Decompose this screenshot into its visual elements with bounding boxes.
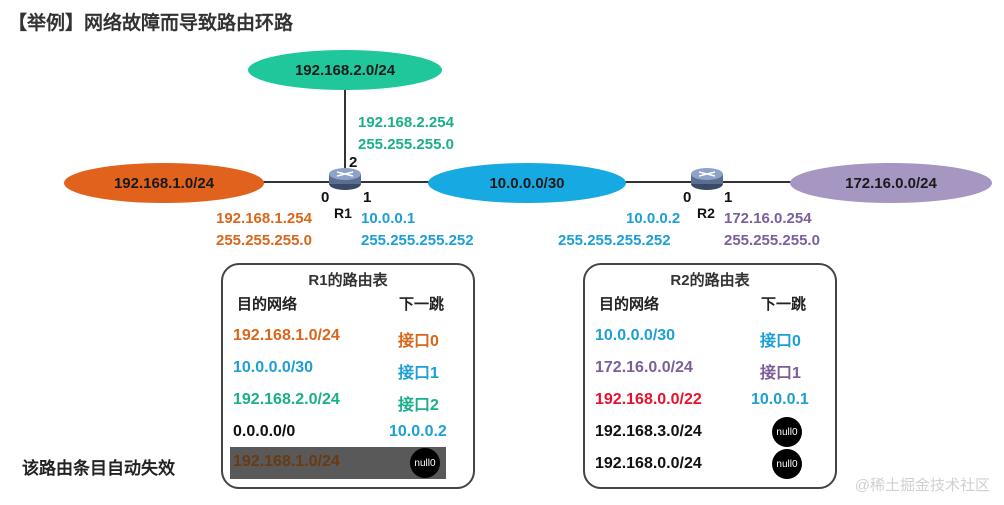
r2-table-title: R2的路由表 [670, 272, 750, 289]
r1-port-2: 2 [349, 154, 358, 171]
r2-if0-ip: 10.0.0.2 [626, 210, 681, 227]
r1-row-3-dest: 192.168.2.0/24 [233, 391, 340, 408]
r1-row-4-next: 10.0.0.2 [389, 423, 447, 440]
r2-row-3-next: 10.0.0.1 [751, 391, 809, 408]
router-r2-icon [691, 168, 723, 190]
r2-port-0: 0 [683, 189, 692, 206]
r1-if1-mask: 255.255.255.252 [361, 232, 474, 249]
r1-row-4-dest: 0.0.0.0/0 [233, 423, 296, 440]
r1-if0-mask: 255.255.255.0 [216, 232, 312, 249]
network-right: 172.16.0.0/24 [790, 163, 992, 203]
router-r2-name: R2 [697, 205, 715, 221]
r2-col-dest: 目的网络 [599, 296, 660, 313]
r2-row-3-dest: 192.168.0.0/22 [595, 391, 702, 408]
r2-if0-mask: 255.255.255.252 [558, 232, 671, 249]
r1-table-title: R1的路由表 [308, 272, 388, 289]
r2-row-1-dest: 10.0.0.0/30 [595, 327, 676, 344]
page-title: 【举例】网络故障而导致路由环路 [8, 13, 294, 34]
r1-if0-ip: 192.168.1.254 [216, 210, 312, 227]
r1-row-2-dest: 10.0.0.0/30 [233, 359, 314, 376]
r1-row-5-null0-icon: null0 [410, 448, 440, 478]
r1-port-0: 0 [321, 189, 330, 206]
r1-col-next: 下一跳 [399, 296, 445, 313]
router-r1-name: R1 [334, 205, 352, 221]
network-left-label: 192.168.1.0/24 [113, 174, 215, 192]
r1-row-5-next: null0 [414, 457, 436, 469]
r1-if1-ip: 10.0.0.1 [361, 210, 416, 227]
r1-col-dest: 目的网络 [237, 296, 298, 313]
network-left: 192.168.1.0/24 [64, 163, 264, 203]
r2-row-4-null0-icon: null0 [772, 417, 802, 447]
r2-row-5-null0-icon: null0 [772, 449, 802, 479]
r2-col-next: 下一跳 [761, 296, 807, 313]
r2-row-2-dest: 172.16.0.0/24 [595, 359, 693, 376]
network-right-label: 172.16.0.0/24 [845, 174, 937, 192]
r2-row-1-next: 接口0 [760, 333, 801, 350]
network-middle: 10.0.0.0/30 [428, 163, 626, 203]
r1-port-1: 1 [363, 189, 372, 206]
invalid-route-note: 该路由条目自动失效 [22, 459, 175, 478]
r1-row-2-next: 接口1 [398, 365, 439, 382]
r1-row-5-dest: 192.168.1.0/24 [233, 453, 340, 470]
router-r1-icon [329, 168, 361, 190]
r2-if1-ip: 172.16.0.254 [724, 210, 812, 227]
r1-row-1-dest: 192.168.1.0/24 [233, 327, 340, 344]
r2-row-4-dest: 192.168.3.0/24 [595, 423, 702, 440]
r1-if2-mask: 255.255.255.0 [358, 136, 454, 153]
network-top-label: 192.168.2.0/24 [294, 61, 396, 79]
r2-row-4-next: null0 [776, 426, 798, 438]
watermark: @稀土掘金技术社区 [854, 477, 990, 494]
r2-row-2-next: 接口1 [760, 365, 801, 382]
r2-port-1: 1 [724, 189, 733, 206]
r2-if1-mask: 255.255.255.0 [724, 232, 820, 249]
r2-row-5-dest: 192.168.0.0/24 [595, 455, 702, 472]
r1-row-3-next: 接口2 [398, 397, 439, 414]
network-top: 192.168.2.0/24 [248, 50, 442, 90]
network-middle-label: 10.0.0.0/30 [489, 174, 565, 192]
r1-row-1-next: 接口0 [398, 333, 439, 350]
r1-if2-ip: 192.168.2.254 [358, 114, 454, 131]
r2-row-5-next: null0 [776, 458, 798, 470]
